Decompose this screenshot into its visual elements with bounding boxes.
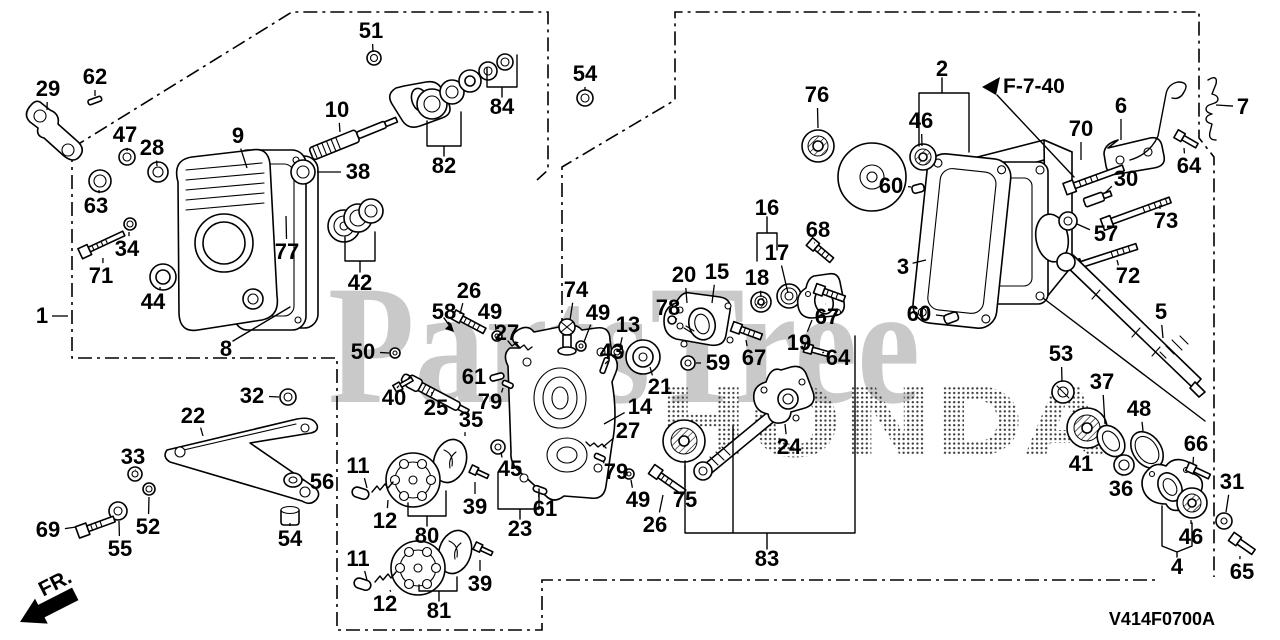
leader-lines: [46, 43, 1241, 593]
reference-group: F-7-40: [982, 75, 1065, 98]
callout-brackets: [232, 54, 1206, 602]
transmission-case-group: [801, 77, 1219, 329]
front-arrow-icon: [20, 587, 79, 624]
governor-plate-group: [663, 236, 847, 481]
diagram-code: V414F0700A: [1109, 609, 1215, 629]
rotor-set-group: [351, 438, 494, 596]
cylinder-head-group: [25, 50, 594, 332]
group-borders: [71, 11, 1215, 631]
bearing-stack-group: [1051, 252, 1256, 556]
oil-pump-group: [389, 309, 706, 501]
reference-label: F-7-40: [1003, 75, 1065, 98]
front-direction-group: FR.: [20, 565, 79, 624]
reference-arrow-icon: [982, 77, 1000, 95]
control-bracket-group: [74, 388, 320, 539]
